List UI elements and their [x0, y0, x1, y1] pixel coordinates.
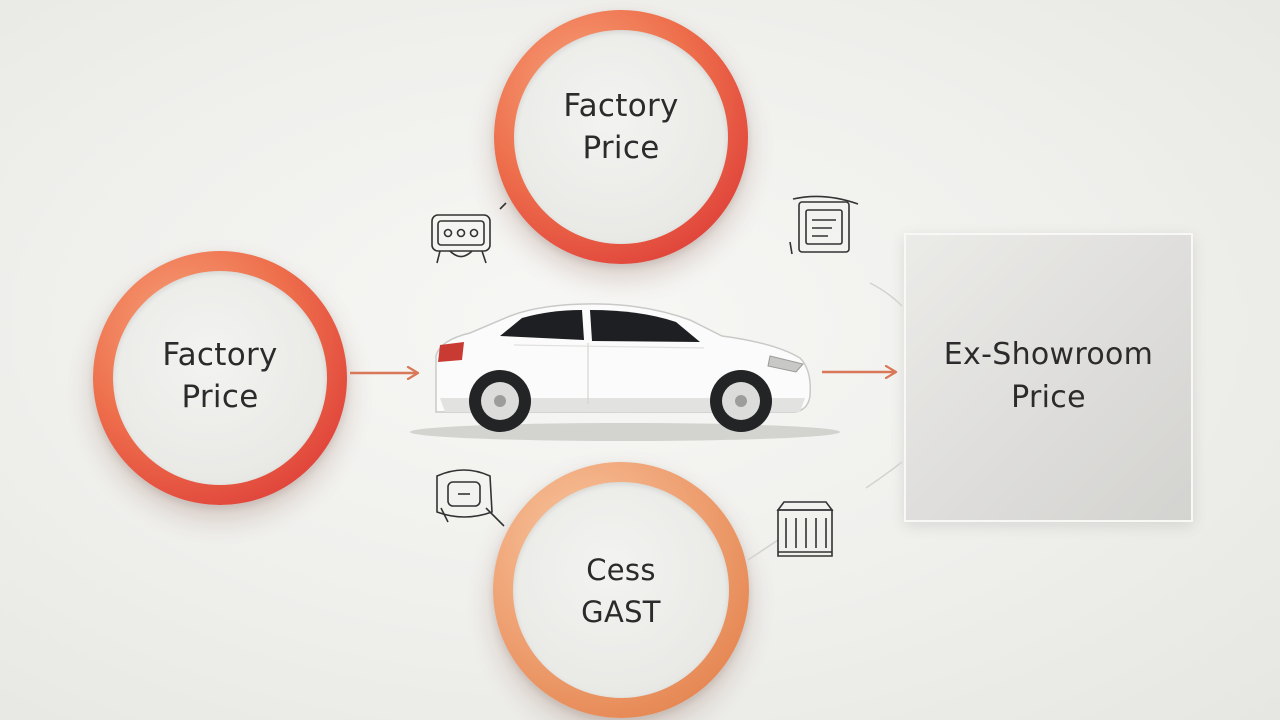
cess-gst-disc: Cess GAST [513, 482, 729, 698]
connector-line-top [869, 282, 903, 307]
building-icon [776, 501, 834, 557]
factory-price-top-disc: Factory Price [514, 30, 728, 244]
factory-price-left-label: Factory Price [162, 337, 278, 415]
connector-line-bottom [865, 461, 903, 489]
ex-showroom-price-box: Ex-Showroom Price [904, 233, 1193, 522]
document-icon [789, 195, 859, 255]
connector-line-bottom-left [747, 539, 779, 561]
factory-price-top-label: Factory Price [563, 88, 679, 166]
ex-showroom-price-label: Ex-Showroom Price [943, 336, 1154, 415]
connector-lines [747, 282, 903, 561]
factory-price-top-ring: Factory Price [494, 10, 748, 264]
cess-gst-ring: Cess GAST [493, 462, 749, 718]
factory-price-left-ring: Factory Price [93, 251, 347, 505]
machine-icon [431, 202, 507, 264]
cess-gst-label: Cess GAST [581, 553, 661, 629]
car-icon [410, 303, 840, 441]
factory-price-left-disc: Factory Price [113, 271, 327, 485]
tax-bag-icon [436, 469, 505, 527]
